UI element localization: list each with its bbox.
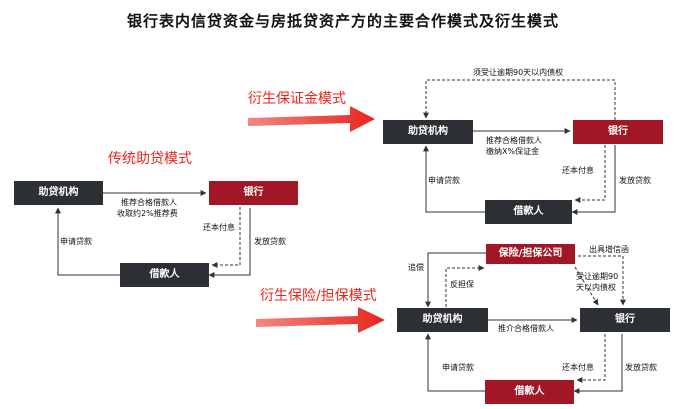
- m3-recommend-label: 推介合格借款人: [498, 324, 554, 333]
- m3-accept-label-1: 受让逾期90: [576, 272, 619, 281]
- m1-borrower-box: 借款人: [120, 263, 209, 287]
- m2-buyback-label: 须受让逾期90天以内债权: [473, 68, 564, 77]
- m3-apply-label: 申请贷款: [442, 363, 474, 372]
- m2-recommend-label: 推荐合格借款人: [486, 136, 542, 145]
- m3-accept-label-2: 天以内债权: [576, 283, 616, 292]
- m2-bank-box: 银行: [573, 120, 663, 144]
- page-title: 银行表内信贷资金与房抵贷资产方的主要合作模式及衍生模式: [126, 12, 559, 30]
- section-title-insurance: 衍生保险/担保模式: [260, 288, 377, 304]
- m3-counter-label: 反担保: [450, 280, 474, 289]
- m3-repay-label: 还本付息: [562, 363, 594, 372]
- m2-apply-label: 申请贷款: [428, 176, 460, 185]
- m1-disburse-label: 发放贷款: [254, 237, 286, 246]
- m1-apply-label: 申请贷款: [60, 237, 92, 246]
- section-title-traditional: 传统助贷模式: [108, 151, 192, 167]
- m2-borrower-box: 借款人: [485, 200, 572, 224]
- m2-disburse-label: 发放贷款: [619, 176, 651, 185]
- m1-bank-box: 银行: [209, 181, 298, 205]
- m3-credit-label: 出具增信函: [589, 245, 629, 254]
- m3-guarantor-box: 保险/担保公司: [486, 244, 575, 264]
- red-arrow-insurance: [256, 307, 385, 333]
- m3-borrower-box: 借款人: [485, 380, 574, 404]
- section-title-deposit: 衍生保证金模式: [248, 91, 346, 107]
- m3-agency-box: 助贷机构: [397, 308, 488, 332]
- m3-disburse-label: 发放贷款: [625, 363, 657, 372]
- m1-agency-box: 助贷机构: [14, 181, 103, 205]
- m2-agency-box: 助贷机构: [383, 120, 473, 144]
- m3-bank-box: 银行: [580, 308, 670, 332]
- red-arrow-deposit: [248, 106, 375, 132]
- m2-deposit-label: 缴纳X%保证金: [486, 147, 540, 156]
- m2-repay-label: 还本付息: [562, 166, 594, 175]
- m1-fee-label: 收取约2%推荐费: [117, 209, 178, 218]
- m3-recourse-label: 追偿: [408, 263, 424, 272]
- m1-recommend-label: 推荐合格借款人: [121, 198, 177, 207]
- m1-repay-label: 还本付息: [203, 223, 235, 232]
